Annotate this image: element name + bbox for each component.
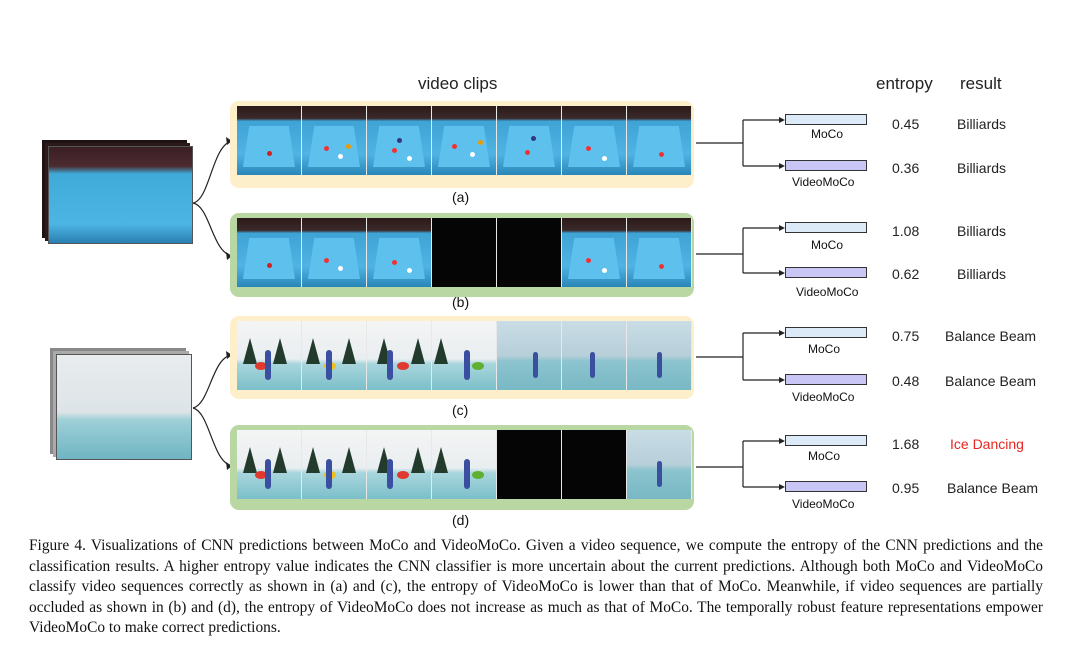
entropy-value: 0.45	[892, 116, 920, 132]
video-frame	[562, 218, 627, 287]
video-frame	[302, 218, 367, 287]
video-frame	[627, 106, 692, 175]
panel-label-c: (c)	[452, 402, 469, 418]
frame-strip	[237, 106, 692, 175]
video-frame	[367, 321, 432, 390]
video-frame	[432, 430, 497, 499]
video-frame	[562, 106, 627, 175]
video-frame	[237, 321, 302, 390]
video-frame	[432, 106, 497, 175]
occluded-frame	[562, 430, 627, 499]
occluded-frame	[432, 218, 497, 287]
video-frame	[432, 321, 497, 390]
video-frame	[302, 430, 367, 499]
videomoco-box	[785, 267, 867, 278]
billiards-source-thumbnail	[48, 146, 193, 244]
video-frame	[627, 430, 692, 499]
video-frame	[367, 430, 432, 499]
videomoco-box	[785, 160, 867, 171]
videomoco-label: VideoMoCo	[796, 285, 859, 299]
video-clip-panel-a	[230, 101, 694, 188]
frame-strip	[237, 430, 692, 499]
result-label: Balance Beam	[947, 480, 1039, 496]
video-clip-panel-d	[230, 425, 694, 510]
moco-box	[785, 222, 867, 233]
result-label: Billiards	[957, 266, 1007, 282]
video-frame	[367, 218, 432, 287]
occluded-frame	[497, 218, 562, 287]
videomoco-box	[785, 481, 867, 492]
moco-box	[785, 114, 867, 125]
entropy-value: 0.48	[892, 373, 920, 389]
entropy-value: 0.95	[892, 480, 920, 496]
video-frame	[562, 321, 627, 390]
result-label: Billiards	[957, 223, 1007, 239]
header-entropy: entropy	[876, 74, 933, 93]
header-video-clips: video clips	[418, 74, 498, 93]
videomoco-label: VideoMoCo	[792, 175, 855, 189]
video-frame	[627, 218, 692, 287]
occluded-frame	[497, 430, 562, 499]
video-clip-panel-b	[230, 213, 694, 297]
video-frame	[497, 321, 562, 390]
entropy-value: 1.08	[892, 223, 920, 239]
entropy-value: 1.68	[892, 436, 920, 452]
video-frame	[302, 321, 367, 390]
result-label-misclassified: Ice Dancing	[950, 436, 1024, 452]
video-frame	[367, 106, 432, 175]
header-result: result	[960, 74, 1002, 93]
entropy-value: 0.36	[892, 160, 920, 176]
frame-strip	[237, 218, 692, 287]
gymnastics-source-thumbnail	[56, 354, 192, 460]
panel-label-d: (d)	[452, 512, 470, 528]
panel-label-b: (b)	[452, 294, 470, 310]
entropy-value: 0.75	[892, 328, 920, 344]
videomoco-box	[785, 374, 867, 385]
frame-strip	[237, 321, 692, 390]
moco-label: MoCo	[808, 449, 841, 463]
panel-label-a: (a)	[452, 189, 470, 205]
figure-caption: Figure 4. Visualizations of CNN predicti…	[29, 537, 1043, 637]
videomoco-label: VideoMoCo	[792, 390, 855, 404]
videomoco-label: VideoMoCo	[792, 497, 855, 511]
result-label: Balance Beam	[945, 373, 1037, 389]
video-clip-panel-c	[230, 316, 694, 399]
moco-label: MoCo	[811, 238, 844, 252]
video-frame	[237, 218, 302, 287]
video-frame	[237, 106, 302, 175]
entropy-value: 0.62	[892, 266, 920, 282]
moco-label: MoCo	[811, 127, 844, 141]
video-frame	[302, 106, 367, 175]
result-label: Billiards	[957, 160, 1007, 176]
moco-box	[785, 435, 867, 446]
video-frame	[627, 321, 692, 390]
video-frame	[497, 106, 562, 175]
result-label: Balance Beam	[945, 328, 1037, 344]
moco-label: MoCo	[808, 342, 841, 356]
result-label: Billiards	[957, 116, 1007, 132]
video-frame	[237, 430, 302, 499]
moco-box	[785, 327, 867, 338]
